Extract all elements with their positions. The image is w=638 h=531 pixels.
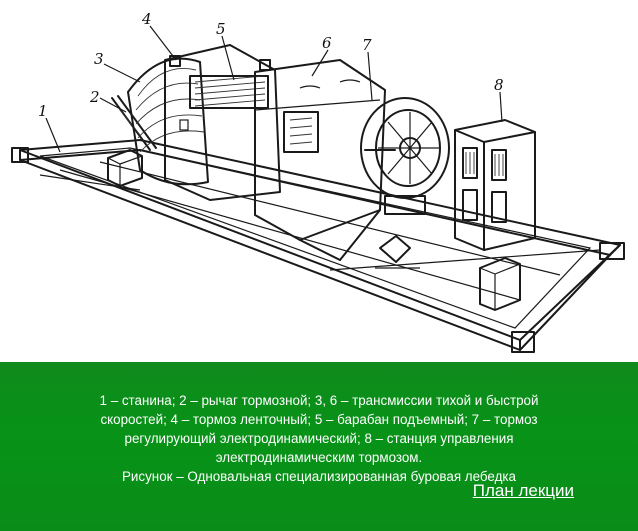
control-station-cabinet: [454, 119, 536, 251]
figure-caption-title: Рисунок – Одновальная специализированная…: [122, 469, 516, 484]
callout-1: 1: [38, 102, 48, 120]
callout-2: 2: [89, 88, 100, 106]
lecture-plan-link[interactable]: План лекции: [472, 481, 574, 500]
caption-line-2: скоростей; 4 – тормоз ленточный; 5 – бар…: [100, 412, 538, 427]
callout-4: 4: [141, 10, 152, 28]
winch-technical-drawing: 1 2 3 4 5 6 7 8: [11, 10, 625, 353]
callout-numbers: 1 2 3 4 5 6 7 8: [38, 10, 504, 120]
figure-area: 1 2 3 4 5 6 7 8: [11, 10, 625, 353]
callout-7: 7: [362, 36, 372, 54]
caption-line-1: 1 – станина; 2 – рычаг тормозной; 3, 6 –…: [99, 393, 539, 408]
caption-line-3: регулирующий электродинамический; 8 – ст…: [124, 431, 514, 446]
transmission-housing-left: [127, 57, 209, 186]
callout-5: 5: [216, 20, 226, 38]
electrodynamic-brake: [360, 97, 450, 269]
caption-panel: 1 – станина; 2 – рычаг тормозной; 3, 6 –…: [0, 362, 638, 531]
base-frame: [11, 139, 625, 353]
brake-lever: [111, 95, 157, 151]
transmission-housing-right: [254, 59, 386, 261]
callout-6: 6: [322, 34, 332, 52]
band-brake-and-drum: [164, 44, 281, 201]
callout-8: 8: [494, 76, 504, 94]
callout-leaders: [45, 25, 503, 153]
callout-3: 3: [94, 50, 104, 68]
caption-line-4: электродинамическим тормозом.: [215, 450, 423, 465]
front-right-box: [479, 257, 521, 311]
